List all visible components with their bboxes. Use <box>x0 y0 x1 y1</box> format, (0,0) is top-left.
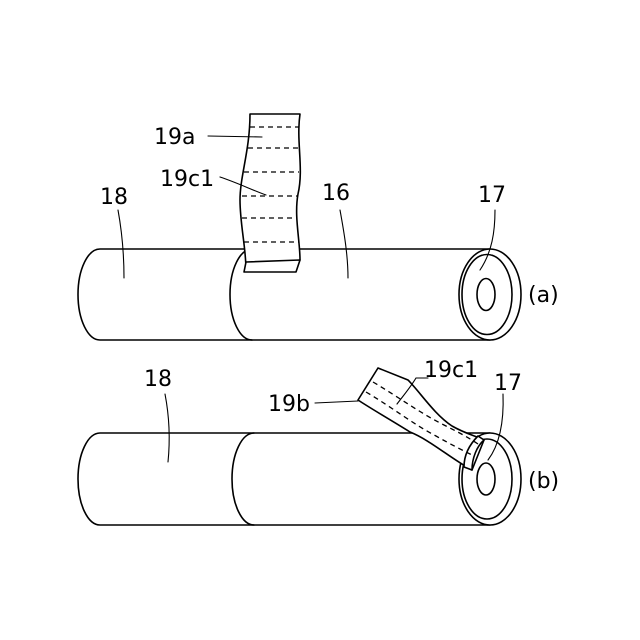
label-17-a: 17 <box>478 183 506 208</box>
caption-b: (b) <box>528 469 559 494</box>
label-19c1-b: 19c1 <box>424 358 478 383</box>
label-17-b: 17 <box>494 371 522 396</box>
cylinder-body-b <box>78 433 490 525</box>
label-16: 16 <box>322 181 350 206</box>
label-19c1-a: 19c1 <box>160 167 214 192</box>
panel-b: 18 19b 19c1 17 (b) <box>78 358 559 525</box>
leader-19b <box>315 401 358 403</box>
strip-19a <box>240 114 300 270</box>
caption-a: (a) <box>528 283 559 308</box>
label-18-a: 18 <box>100 185 128 210</box>
label-18-b: 18 <box>144 367 172 392</box>
panel-a: 18 16 17 19a 19c1 (a) <box>78 114 559 340</box>
label-19b: 19b <box>268 392 310 417</box>
label-19a: 19a <box>154 125 195 150</box>
strip-19a-bottom <box>244 260 300 272</box>
